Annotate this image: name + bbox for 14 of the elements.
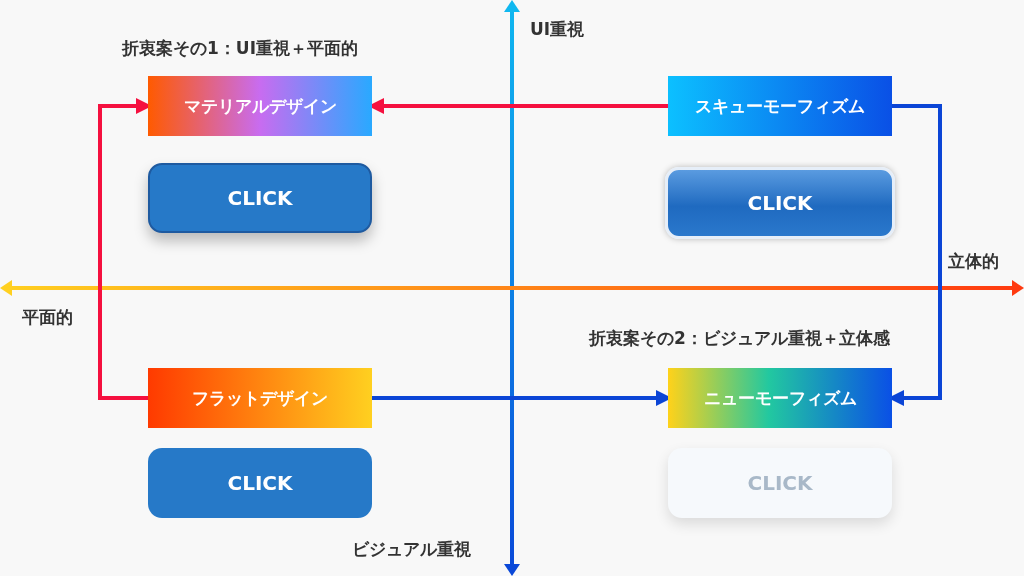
axis-label: 立体的 [948,250,999,273]
button-sample: CLICK [668,448,892,518]
compromise-heading: 折衷案その1：UI重視＋平面的 [122,37,358,60]
title-box: ニューモーフィズム [668,368,892,428]
title-box: フラットデザイン [148,368,372,428]
title-box: マテリアルデザイン [148,76,372,136]
axis-label: ビジュアル重視 [352,538,471,561]
button-sample: CLICK [665,167,895,239]
title-box: スキューモーフィズム [668,76,892,136]
axis-label: UI重視 [530,18,585,41]
axis-label: 平面的 [22,306,73,329]
button-sample: CLICK [148,163,372,233]
button-sample: CLICK [148,448,372,518]
compromise-heading: 折衷案その2：ビジュアル重視＋立体感 [585,327,894,350]
